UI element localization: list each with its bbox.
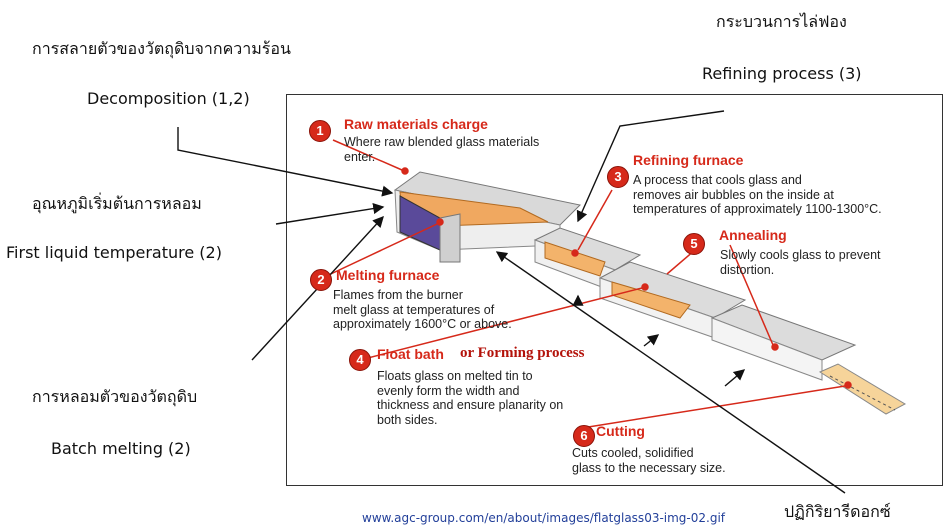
decomposition-en-label: Decomposition (1,2) [87, 89, 250, 108]
refining-en-label: Refining process (3) [702, 64, 862, 83]
step-description: Flames from the burner melt glass at tem… [333, 288, 512, 331]
step-number-badge: 3 [607, 166, 629, 188]
step-title: Refining furnace [633, 152, 744, 168]
step-title: Melting furnace [336, 267, 440, 283]
step-title: Float bath [377, 346, 444, 362]
step-title: Annealing [719, 227, 787, 243]
step-description: Cuts cooled, solidified glass to the nec… [572, 446, 726, 475]
forming-process-note: or Forming process [460, 345, 585, 361]
cutting-conveyor-shape [818, 363, 907, 415]
redox-thai-label: ปฏิกิริยารีดอกซ์ [784, 502, 891, 521]
step-title: Cutting [596, 423, 645, 439]
refining-furnace-shape [533, 227, 642, 293]
batch-melting-en-label: Batch melting (2) [51, 439, 191, 458]
step-number-badge: 1 [309, 120, 331, 142]
step-number-badge: 2 [310, 269, 332, 291]
step-number-badge: 5 [683, 233, 705, 255]
step-number-badge: 6 [573, 425, 595, 447]
step-description: Slowly cools glass to prevent distortion… [720, 248, 881, 277]
batch-melting-thai-label: การหลอมตัวของวัตถุดิบ [32, 387, 198, 406]
step-title: Raw materials charge [344, 116, 488, 132]
step-description: Where raw blended glass materials enter. [344, 135, 540, 164]
annealing-lehr-shape [710, 304, 857, 381]
melting-furnace-shape [393, 171, 582, 263]
step-description: Floats glass on melted tin to evenly for… [377, 369, 564, 427]
first-liquid-thai-label: อุณหภูมิเริ่มต้นการหลอม [32, 194, 202, 213]
refining-thai-label: กระบวนการไล่ฟอง [716, 12, 847, 31]
step-description: A process that cools glass and removes a… [633, 173, 882, 216]
float-bath-shape [598, 261, 747, 339]
source-url: www.agc-group.com/en/about/images/flatgl… [362, 511, 726, 525]
first-liquid-en-label: First liquid temperature (2) [6, 243, 222, 262]
step-number-badge: 4 [349, 349, 371, 371]
decomposition-thai-label: การสลายตัวของวัตถุดิบจากความร้อน [32, 39, 291, 58]
